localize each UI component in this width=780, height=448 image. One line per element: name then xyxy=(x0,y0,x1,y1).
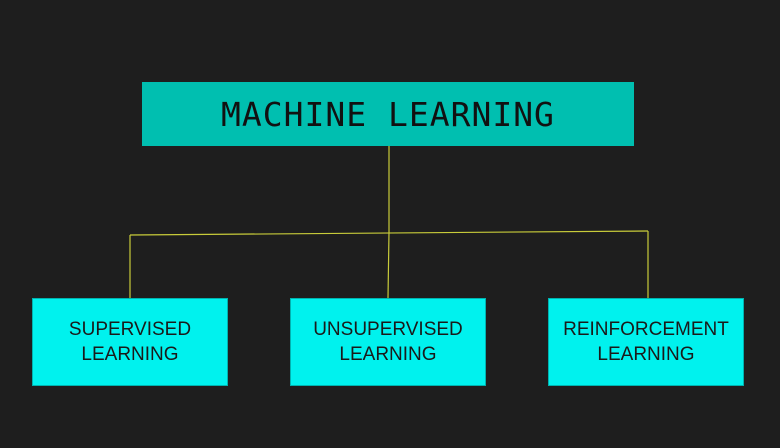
child-node-supervised-learning: SUPERVISED LEARNING xyxy=(32,298,228,386)
child-node-label-line1: UNSUPERVISED xyxy=(313,319,463,340)
child-node-label-line2: LEARNING xyxy=(339,344,437,365)
child-node-reinforcement-learning: REINFORCEMENT LEARNING xyxy=(548,298,744,386)
child-node-label-line1: SUPERVISED xyxy=(68,319,192,340)
root-node-label: MACHINE LEARNING xyxy=(221,94,555,134)
root-node-machine-learning: MACHINE LEARNING xyxy=(142,82,634,146)
child-node-label-line1: REINFORCEMENT xyxy=(563,319,729,340)
child-node-label-line2: LEARNING xyxy=(81,344,179,365)
connector-middle-drop xyxy=(387,231,390,299)
child-node-unsupervised-learning: UNSUPERVISED LEARNING xyxy=(290,298,486,386)
child-node-label-line2: LEARNING xyxy=(597,344,695,365)
